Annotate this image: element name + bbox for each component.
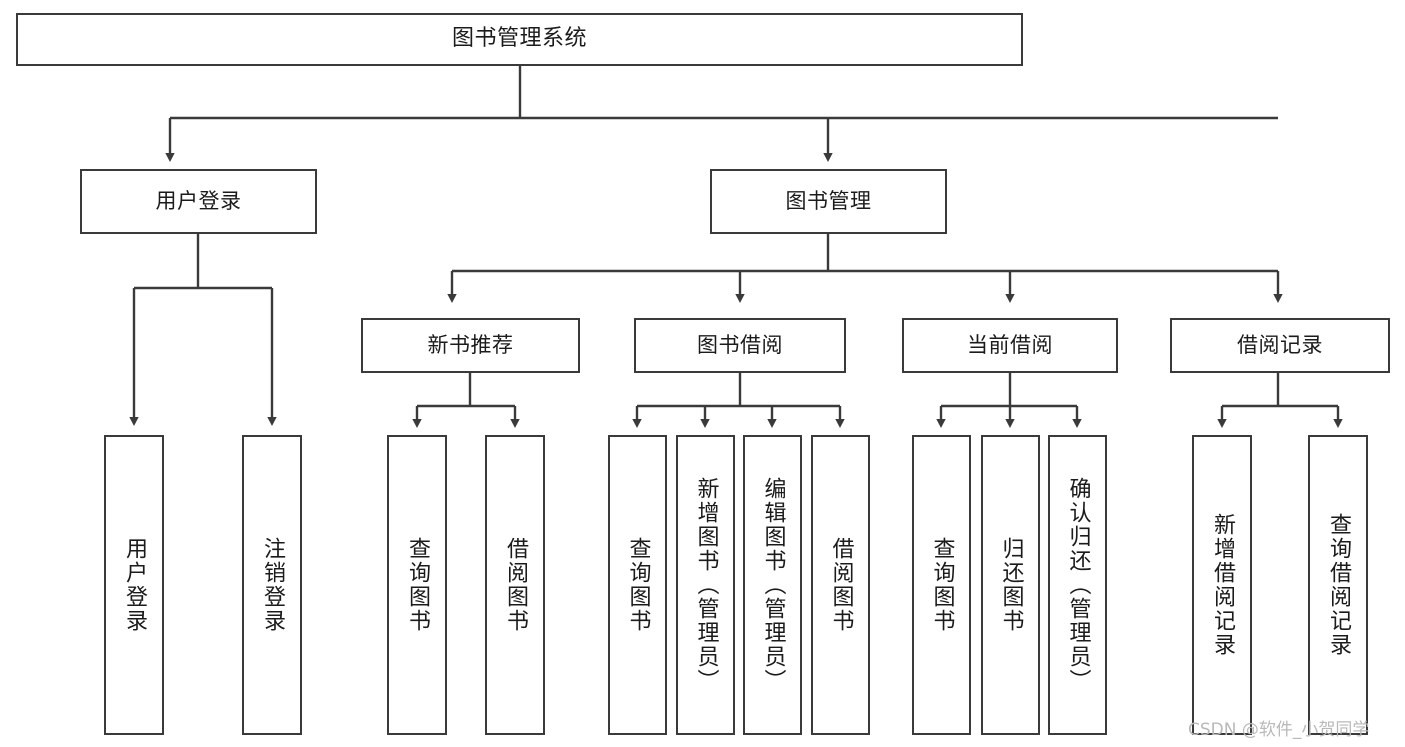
node-label: 图书借阅	[697, 332, 783, 357]
leaf-confirm-return-admin[interactable]: 确认归还（管理员）	[1048, 435, 1107, 735]
node-label: 查询图书	[404, 537, 430, 633]
leaf-query-book-borrow[interactable]: 查询图书	[608, 435, 667, 735]
leaf-query-book-new[interactable]: 查询图书	[387, 435, 447, 735]
node-label: 借阅图书	[828, 537, 854, 633]
node-label: 当前借阅	[967, 332, 1053, 357]
leaf-query-book-current[interactable]: 查询图书	[912, 435, 971, 735]
leaf-borrow-book[interactable]: 借阅图书	[811, 435, 870, 735]
node-user-login[interactable]: 用户登录	[80, 169, 317, 234]
node-label: 编辑图书（管理员）	[760, 477, 786, 693]
node-label: 图书管理	[785, 188, 872, 213]
node-label: 借阅记录	[1237, 332, 1323, 357]
node-label: 查询图书	[929, 537, 955, 633]
node-new-book-recommendation[interactable]: 新书推荐	[361, 318, 580, 373]
node-label: 注销登录	[259, 537, 285, 633]
node-label: 确认归还（管理员）	[1065, 477, 1091, 693]
node-label: 查询借阅记录	[1325, 513, 1351, 657]
leaf-logout[interactable]: 注销登录	[242, 435, 302, 735]
node-label: 图书管理系统	[451, 26, 587, 52]
node-label: 用户登录	[121, 537, 147, 633]
leaf-edit-book-admin[interactable]: 编辑图书（管理员）	[743, 435, 802, 735]
node-book-borrowing[interactable]: 图书借阅	[634, 318, 846, 373]
leaf-add-borrow-record[interactable]: 新增借阅记录	[1192, 435, 1252, 735]
node-label: 新书推荐	[427, 332, 514, 357]
node-label: 查询图书	[625, 537, 651, 633]
node-label: 借阅图书	[502, 537, 528, 633]
node-label: 归还图书	[998, 537, 1024, 633]
node-borrowing-record[interactable]: 借阅记录	[1170, 318, 1390, 373]
node-label: 新增借阅记录	[1209, 513, 1235, 657]
leaf-user-login[interactable]: 用户登录	[104, 435, 164, 735]
watermark-text: CSDN @软件_小贺同学	[1188, 720, 1370, 740]
leaf-add-book-admin[interactable]: 新增图书（管理员）	[676, 435, 735, 735]
leaf-borrow-book-new[interactable]: 借阅图书	[485, 435, 545, 735]
leaf-query-borrow-record[interactable]: 查询借阅记录	[1308, 435, 1368, 735]
node-current-borrowing[interactable]: 当前借阅	[902, 318, 1118, 373]
node-book-management[interactable]: 图书管理	[710, 169, 947, 234]
leaf-return-book[interactable]: 归还图书	[981, 435, 1040, 735]
node-root-book-management-system[interactable]: 图书管理系统	[16, 13, 1023, 66]
node-label: 用户登录	[155, 188, 242, 213]
node-label: 新增图书（管理员）	[693, 477, 719, 693]
